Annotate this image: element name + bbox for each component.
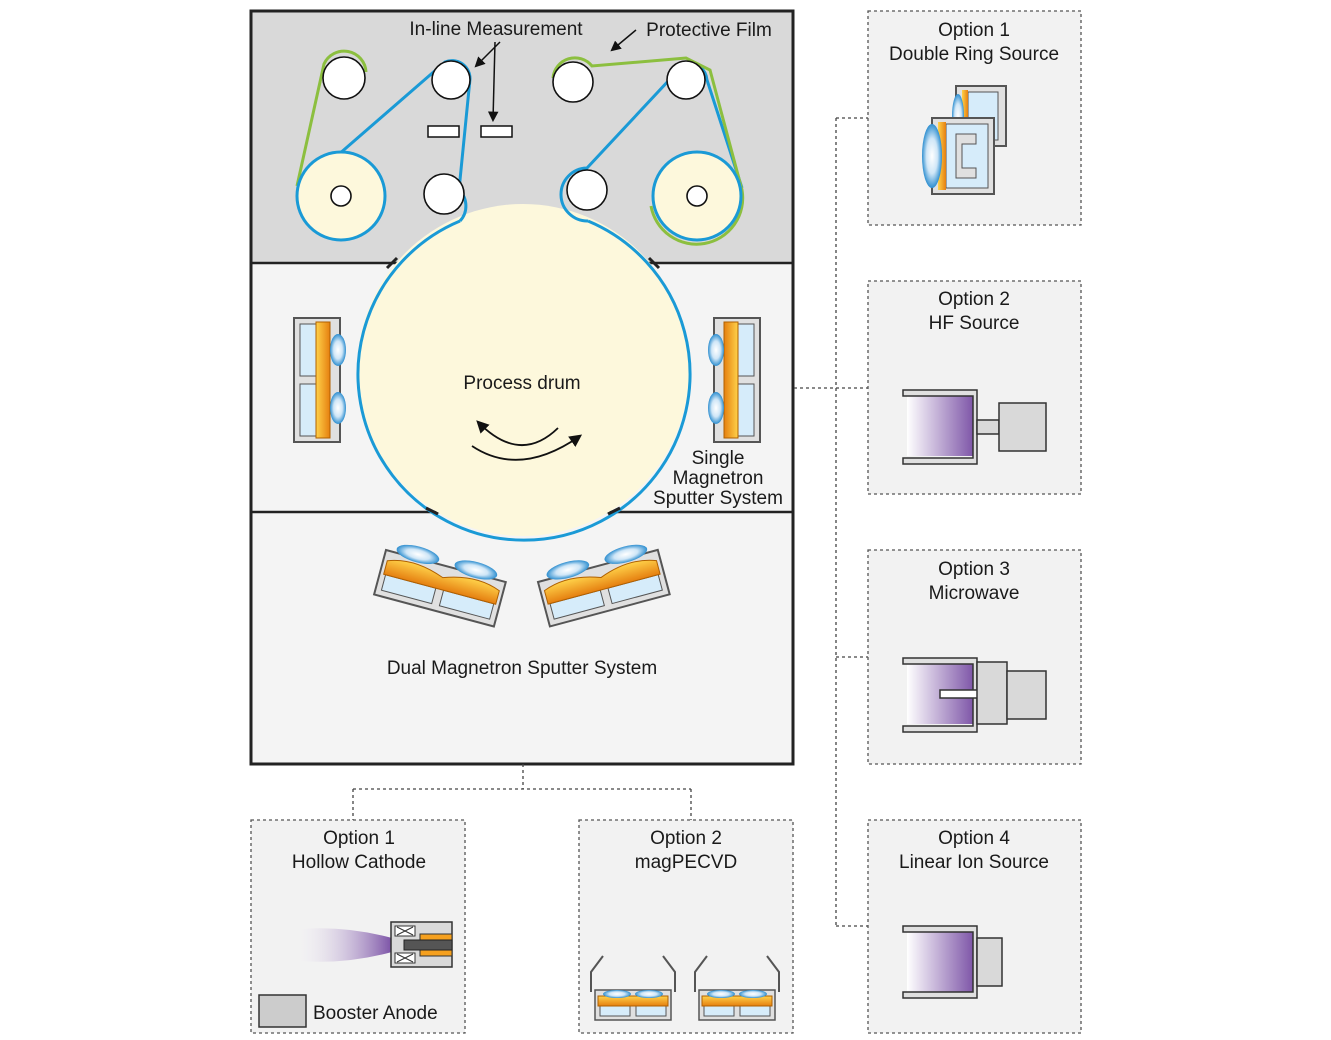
guide-roller bbox=[423, 173, 465, 215]
process-drum-label: Process drum bbox=[463, 373, 580, 394]
option-number-label: Option 4 bbox=[938, 828, 1010, 849]
protective-film-right bbox=[551, 56, 745, 246]
substrate-web-on-drum bbox=[356, 219, 692, 542]
option-number-label: Option 2 bbox=[650, 828, 722, 849]
option-number-label: Option 1 bbox=[323, 828, 395, 849]
option-box-microwave: Option 3 Microwave bbox=[867, 549, 1082, 765]
inline-measurement-label: In-line Measurement bbox=[409, 19, 583, 40]
rotation-arrow-icon bbox=[476, 420, 559, 447]
dual-magnetron-label: Dual Magnetron Sputter System bbox=[387, 658, 657, 679]
single-magnetron-label-2: Magnetron bbox=[673, 468, 764, 489]
option-name-label: Microwave bbox=[929, 583, 1020, 604]
hf-source-icon bbox=[902, 389, 1047, 465]
option-name-label: HF Source bbox=[929, 313, 1020, 334]
rotation-arrow-icon bbox=[471, 434, 583, 461]
protective-film-left bbox=[295, 49, 368, 187]
guide-roller bbox=[666, 60, 706, 100]
option-name-label: Linear Ion Source bbox=[899, 852, 1049, 873]
single-magnetron-left bbox=[293, 317, 347, 443]
option-box-magpecvd: Option 2 magPECVD bbox=[578, 819, 794, 1034]
guide-roller bbox=[566, 169, 608, 211]
rewind-roll bbox=[651, 150, 743, 242]
microwave-source-icon bbox=[902, 657, 1047, 733]
single-magnetron-right bbox=[707, 317, 761, 443]
hollow-cathode-icon bbox=[290, 921, 453, 968]
option-name-label: magPECVD bbox=[635, 852, 737, 873]
measurement-sensor bbox=[427, 125, 460, 138]
option-connectors bbox=[352, 117, 868, 927]
option-box-hf-source: Option 2 HF Source bbox=[867, 280, 1082, 495]
option-number-label: Option 1 bbox=[938, 20, 1010, 41]
option-box-hollow-cathode: Option 1 Hollow Cathode Booster Anode bbox=[250, 819, 466, 1034]
option-number-label: Option 2 bbox=[938, 289, 1010, 310]
process-drum bbox=[356, 204, 692, 542]
guide-roller bbox=[431, 60, 471, 100]
option-box-double-ring: Option 1 Double Ring Source bbox=[867, 10, 1082, 226]
unwind-roll bbox=[295, 150, 387, 242]
protective-film-label: Protective Film bbox=[646, 20, 772, 41]
single-magnetron-label-3: Sputter System bbox=[653, 488, 783, 509]
double-ring-source-icon bbox=[922, 85, 1007, 195]
measurement-sensor bbox=[480, 125, 513, 138]
booster-anode-swatch bbox=[258, 994, 307, 1028]
booster-anode-label: Booster Anode bbox=[313, 1003, 438, 1024]
linear-ion-source-icon bbox=[902, 925, 1003, 999]
single-magnetron-label-1: Single bbox=[692, 448, 745, 469]
option-box-linear-ion: Option 4 Linear Ion Source bbox=[867, 819, 1082, 1034]
guide-roller bbox=[552, 61, 594, 103]
option-name-label: Double Ring Source bbox=[889, 44, 1059, 65]
guide-roller bbox=[322, 56, 366, 100]
option-name-label: Hollow Cathode bbox=[292, 852, 426, 873]
option-number-label: Option 3 bbox=[938, 559, 1010, 580]
